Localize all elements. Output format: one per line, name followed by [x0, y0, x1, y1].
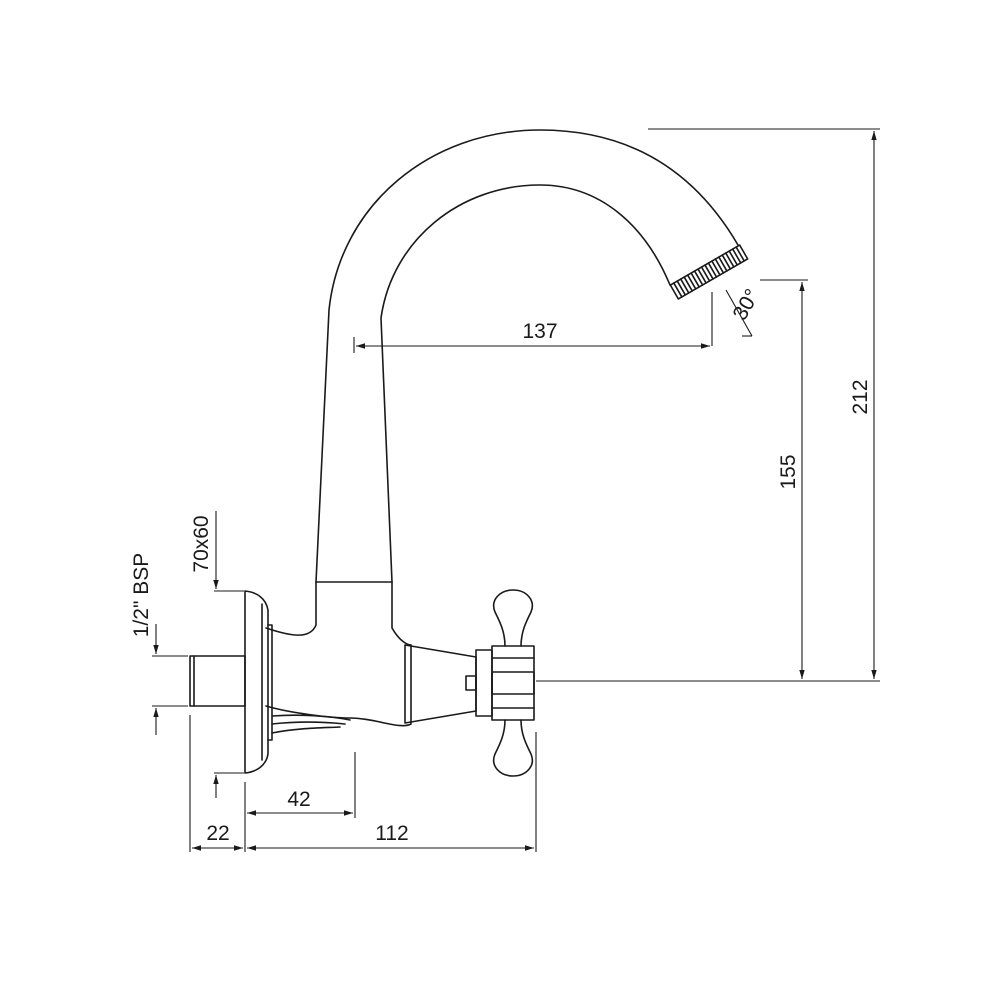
handle-lever-top: [493, 589, 533, 647]
valve-body: [265, 581, 412, 727]
spout-inner: [380, 184, 671, 583]
handle-hub: [475, 649, 493, 717]
label-spout-reach: 137: [522, 320, 557, 343]
label-outlet-height: 155: [777, 454, 800, 489]
label-inlet-length: 22: [206, 822, 229, 845]
aerator: [669, 244, 749, 300]
handle-lever-bottom: [493, 719, 533, 777]
label-plate-to-body: 42: [287, 788, 310, 811]
dimension-lines: [152, 128, 880, 852]
handle-stub: [465, 675, 477, 691]
handle-center: [491, 671, 535, 695]
wall-plate: [244, 590, 269, 774]
inlet-pipe: [189, 655, 246, 707]
label-plate-to-handle: 112: [375, 822, 408, 845]
body-shading: [271, 714, 351, 734]
dimension-labels: 137 30° 155 212 70x60 1/2" BSP 42 22 112: [130, 285, 872, 845]
label-wall-plate: 70x60: [190, 515, 213, 572]
spout-outer: [315, 129, 739, 583]
label-total-height: 212: [849, 379, 872, 414]
label-thread: 1/2" BSP: [130, 553, 153, 638]
label-spout-angle: 30°: [728, 285, 764, 324]
handle-cross: [491, 645, 535, 721]
faucet-outline: [189, 129, 749, 777]
